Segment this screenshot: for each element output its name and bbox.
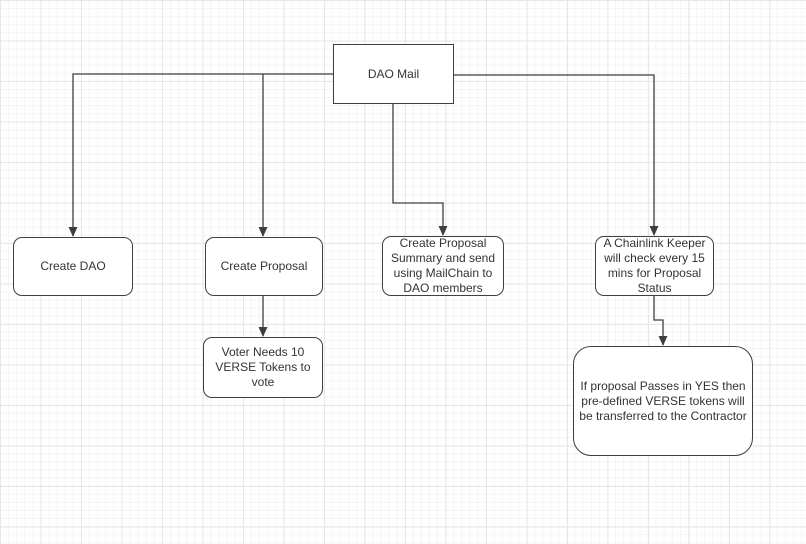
edge-dao-mail-to-create-dao[interactable] [73, 73, 333, 236]
node-label: Voter Needs 10 VERSE Tokens to vote [215, 345, 311, 389]
edge-chainlink-keeper-to-proposal-passes[interactable] [653, 294, 663, 345]
node-label: If proposal Passes in YES then pre-defin… [579, 378, 747, 423]
edge-dao-mail-to-proposal-summary[interactable] [392, 104, 443, 235]
node-voter-tokens[interactable]: Voter Needs 10 VERSE Tokens to vote [203, 337, 323, 398]
edge-dao-mail-to-chainlink-keeper[interactable] [454, 74, 654, 235]
node-proposal-passes[interactable]: If proposal Passes in YES then pre-defin… [573, 346, 753, 456]
node-label: Create DAO [40, 259, 106, 273]
node-label: A Chainlink Keeper will check every 15 m… [603, 236, 706, 295]
node-proposal-summary[interactable]: Create Proposal Summary and send using M… [382, 236, 504, 296]
node-chainlink-keeper[interactable]: A Chainlink Keeper will check every 15 m… [595, 236, 714, 296]
node-create-dao[interactable]: Create DAO [13, 237, 133, 296]
node-label: DAO Mail [367, 66, 420, 81]
node-create-proposal[interactable]: Create Proposal [205, 237, 323, 296]
node-dao-mail[interactable]: DAO Mail [333, 44, 454, 104]
node-label: Create Proposal [220, 259, 308, 273]
node-label: Create Proposal Summary and send using M… [390, 236, 496, 295]
